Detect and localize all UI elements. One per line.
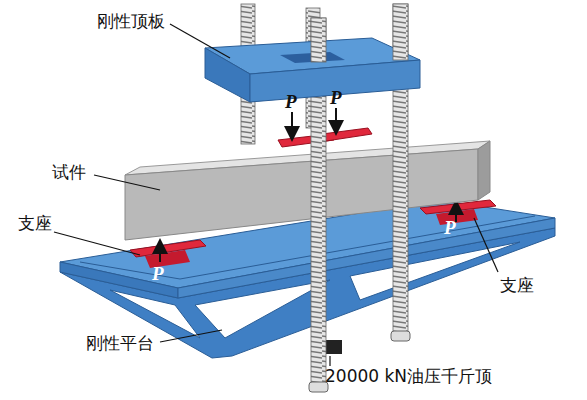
part-label: 刚性平台 <box>86 334 154 353</box>
part-label: 试件 <box>52 163 86 182</box>
part-label: 支座 <box>18 214 52 233</box>
part-label: 20000 kN油压千斤顶 <box>325 367 492 386</box>
load-label: P <box>330 88 342 109</box>
leader-line <box>54 24 498 366</box>
load-label: P <box>285 92 297 113</box>
support <box>130 240 206 268</box>
rigid-top-plate <box>205 4 420 102</box>
loading-pad <box>322 128 372 141</box>
part-label: 支座 <box>500 276 534 295</box>
load-label: P <box>152 264 164 285</box>
threaded-rod <box>393 4 408 334</box>
specimen-beam <box>125 141 490 240</box>
load-label: P <box>444 218 456 239</box>
part-label: 刚性顶板 <box>97 12 165 31</box>
